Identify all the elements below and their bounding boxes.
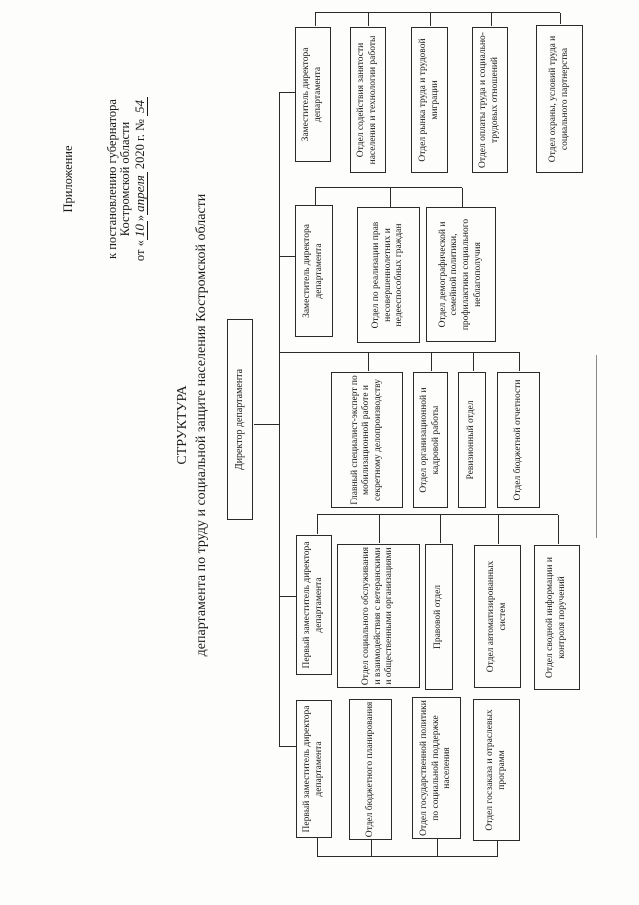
connector-drop-col4: [280, 256, 295, 257]
org-box-budget-reporting: Отдел бюджетной отчетности: [497, 372, 540, 508]
connector-tick: [430, 13, 431, 26]
date-mid: »: [132, 214, 147, 222]
header-line-3: Костромской области: [118, 121, 132, 237]
org-box-summary-information: Отдел сводной информации и контроля пору…: [534, 545, 580, 690]
org-box-labor-market-migration: Отдел рынка труда и трудовой миграции: [411, 27, 448, 173]
org-box-labor-safety-partnership: Отдел охраны, условий труда и социальног…: [536, 25, 583, 173]
connector-drop-col2: [280, 596, 296, 597]
appendix-label: Приложение: [61, 145, 75, 213]
connector-tick: [437, 839, 438, 857]
header-date-line: от «10»апреля 2020 г. № 54: [131, 63, 148, 295]
org-box-gos-order-programs: Отдел госзаказа и отраслевых программ: [473, 699, 520, 841]
connector-tick: [462, 188, 463, 207]
scan-artifact-line: [596, 355, 597, 538]
connector-tick: [317, 838, 318, 857]
connector-spine-col5: [315, 12, 560, 13]
connector-tick: [498, 515, 499, 544]
connector-tick: [379, 515, 380, 543]
date-prefix: от «: [132, 240, 147, 262]
org-box-wages-labor-relations: Отдел оплаты труда и социально-трудовых …: [472, 27, 508, 173]
connector-director-drop: [254, 424, 279, 425]
connector-spine-col2: [317, 514, 558, 515]
connector-tick: [473, 353, 474, 371]
org-box-first-deputy-1: Первый заместитель директора департамент…: [296, 700, 332, 838]
org-box-deputy-1: Заместитель директора департамента: [295, 205, 333, 337]
org-box-budget-planning: Отдел бюджетного планирования: [349, 699, 392, 840]
title-line-2: департамента по труду и социальной защит…: [194, 193, 209, 657]
date-month-handwritten: апреля: [131, 172, 148, 215]
org-box-social-services: Отдел социального обслуживания и взаимод…: [337, 544, 420, 688]
connector-spine-col4: [315, 187, 462, 188]
org-box-minors-rights: Отдел по реализации прав несовершеннолет…: [357, 207, 420, 343]
org-box-first-deputy-2: Первый заместитель директора департамент…: [296, 535, 332, 675]
connector-tick: [390, 188, 391, 207]
connector-tick: [558, 515, 559, 544]
org-box-legal: Правовой отдел: [425, 544, 453, 690]
title-line-1: СТРУКТУРА: [175, 385, 190, 465]
org-box-audit: Ревизионный отдел: [458, 372, 486, 508]
connector-spine-col1: [317, 856, 498, 857]
header-line-2: к постановлению губернатора: [104, 99, 119, 259]
date-number-handwritten: 54: [131, 96, 148, 116]
document-title: СТРУКТУРА департамента по труду и социал…: [173, 75, 211, 775]
connector-tick: [371, 840, 372, 857]
org-box-director: Директор департамента: [227, 319, 253, 520]
connector-drop-col5: [280, 92, 295, 93]
connector-tick: [440, 515, 441, 543]
org-box-org-personnel: Отдел организационной и кадровой работы: [413, 372, 448, 508]
connector-tick: [368, 13, 369, 26]
org-box-state-policy-social-support: Отдел государственной политики по социал…: [412, 697, 461, 839]
org-box-employment-assistance: Отдел содействия занятости населения и т…: [350, 27, 386, 173]
org-box-demographic-family-policy: Отдел демографической и семейной политик…: [426, 207, 496, 342]
connector-tick: [368, 353, 369, 371]
connector-tick: [431, 353, 432, 371]
connector-tick: [491, 13, 492, 26]
appendix-header: Приложение к постановлению губернатора К…: [61, 63, 148, 295]
date-day-handwritten: 10: [131, 221, 148, 241]
connector-spine-col3: [279, 352, 520, 353]
date-year: 2020 г. №: [132, 115, 147, 173]
connector-tick: [560, 13, 561, 24]
connector-drop-col1: [280, 746, 296, 747]
connector-tick: [317, 515, 318, 534]
connector-tick: [315, 13, 316, 26]
connector-tick: [519, 353, 520, 371]
connector-trunk: [279, 92, 280, 747]
org-box-deputy-2: Заместитель директора департамента: [295, 27, 331, 162]
org-box-chief-specialist-mobilization: Главный специалист-эксперт по мобилизаци…: [331, 372, 403, 508]
connector-tick: [315, 188, 316, 205]
org-box-automated-systems: Отдел автоматизированных систем: [474, 545, 521, 688]
connector-tick: [497, 841, 498, 857]
